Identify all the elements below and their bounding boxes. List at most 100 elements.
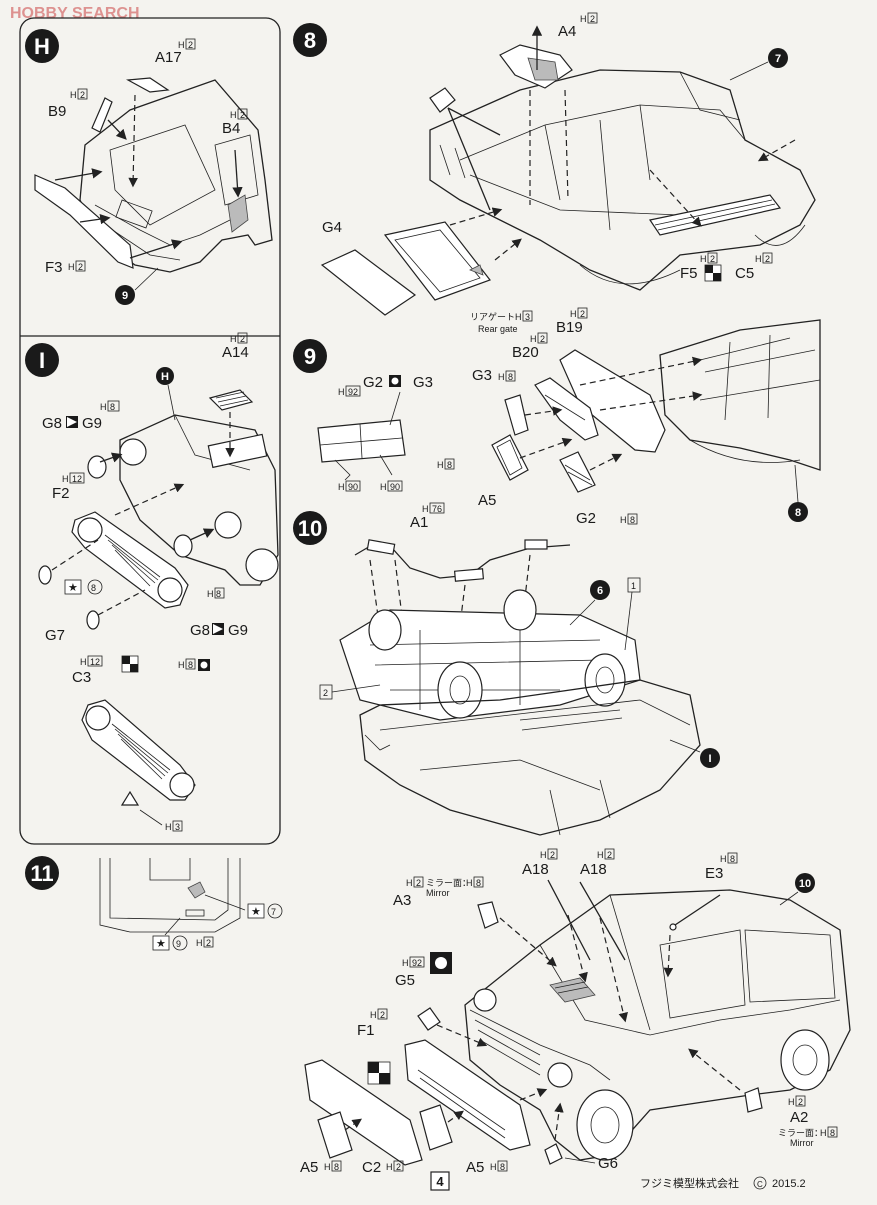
part-g9: G9 bbox=[82, 415, 102, 432]
part-g8-b: G8 bbox=[190, 622, 210, 639]
step-8-body-shell bbox=[429, 69, 816, 291]
part-e3: E3 bbox=[705, 865, 723, 882]
paint-h-i2-prefix: H bbox=[178, 660, 185, 670]
step-8: 8 H 2 A4 7 bbox=[293, 12, 816, 334]
paint-h8-a3: 8 bbox=[476, 878, 481, 888]
paint-h-a17-prefix: H bbox=[178, 40, 185, 50]
step-8-label: 8 bbox=[304, 28, 316, 53]
paint-h12-c3: 12 bbox=[90, 657, 100, 667]
ref-step10: 10 bbox=[799, 878, 811, 890]
paint-h-i1-prefix: H bbox=[207, 589, 214, 599]
paint-h-b19-prefix: H bbox=[570, 309, 577, 319]
part-c2: C2 bbox=[362, 1159, 381, 1176]
paint-h-f2-prefix: H bbox=[62, 474, 69, 484]
copyright-symbol: C bbox=[757, 1180, 763, 1189]
step-i-label: I bbox=[39, 348, 45, 373]
paint-h2-a2: 2 bbox=[798, 1097, 803, 1107]
part-a14: A14 bbox=[222, 344, 249, 361]
paint-h-g8-prefix: H bbox=[100, 402, 107, 412]
paint-h-b9-prefix: H bbox=[70, 90, 77, 100]
part-g9-b: G9 bbox=[228, 622, 248, 639]
step-9-label: 9 bbox=[304, 344, 316, 369]
paint-h-f5-prefix: H bbox=[700, 254, 707, 264]
part-g5: G5 bbox=[395, 972, 415, 989]
paint-h2-b9: 2 bbox=[80, 90, 85, 100]
watermark: HOBBY SEARCH bbox=[10, 5, 140, 22]
mirror-en-a2: Mirror bbox=[790, 1138, 814, 1148]
paint-h-gate-prefix: H bbox=[515, 312, 522, 322]
part-a17: A17 bbox=[155, 49, 182, 66]
part-a5-b: A5 bbox=[300, 1159, 318, 1176]
g4-glass bbox=[320, 249, 417, 316]
paint-h2-c2: 2 bbox=[396, 1162, 401, 1172]
ref-step9-h: 9 bbox=[122, 290, 128, 302]
paint-h8-g2: 8 bbox=[630, 515, 635, 525]
paint-h12-f2: 12 bbox=[72, 474, 82, 484]
part-g6: G6 bbox=[598, 1155, 618, 1172]
star-icon-7: ★ bbox=[251, 906, 261, 918]
step-10-body bbox=[359, 679, 701, 836]
part-f5: F5 bbox=[680, 265, 698, 282]
star-icon: ★ bbox=[68, 582, 78, 594]
part-g2-b: G2 bbox=[576, 510, 596, 527]
paint-h2-f5: 2 bbox=[710, 254, 715, 264]
step-10: 10 H 76 A1 6 1 bbox=[293, 502, 720, 836]
ref-step7: 7 bbox=[775, 53, 781, 65]
paint-h-c2-prefix: H bbox=[386, 1162, 393, 1172]
step-10-label: 10 bbox=[298, 516, 322, 541]
paint-h8-a5c: 8 bbox=[500, 1162, 505, 1172]
paint-h8-i2: 8 bbox=[188, 660, 193, 670]
step-i-badge bbox=[25, 343, 59, 377]
paint-h-a4-prefix: H bbox=[580, 14, 587, 24]
paint-h3-c3: 3 bbox=[175, 822, 180, 832]
paint-h2-a14: 2 bbox=[240, 334, 245, 344]
page-number: 4 bbox=[436, 1174, 444, 1189]
paint-h-c3b-prefix: H bbox=[165, 822, 172, 832]
star-icon-9: ★ bbox=[156, 938, 166, 950]
mirror-en-a3: Mirror bbox=[426, 888, 450, 898]
paint-h8-a5: 8 bbox=[447, 460, 452, 470]
part-a5-c: A5 bbox=[466, 1159, 484, 1176]
part-g8: G8 bbox=[42, 415, 62, 432]
step-i-car-front bbox=[119, 414, 279, 586]
mirror-jp-a2: ミラー面： bbox=[778, 1128, 823, 1138]
paint-h2-b4: 2 bbox=[240, 110, 245, 120]
c2-bumper bbox=[304, 1059, 423, 1166]
part-g7: G7 bbox=[45, 627, 65, 644]
paint-h-decal-prefix: H bbox=[338, 387, 345, 397]
paint-h-f3-prefix: H bbox=[68, 262, 75, 272]
step-9-car-rear bbox=[659, 319, 821, 471]
paint-h76-a1: 76 bbox=[432, 504, 442, 514]
part-c5: C5 bbox=[735, 265, 754, 282]
step-i: I H 2 A14 bbox=[25, 332, 279, 832]
step-h-label: H bbox=[34, 34, 50, 59]
part-a18a: A18 bbox=[522, 861, 549, 878]
mirror-jp-a3: ミラー面： bbox=[426, 878, 471, 888]
paint-h-a18b-prefix: H bbox=[597, 850, 604, 860]
paint-h-a5b-prefix: H bbox=[324, 1162, 331, 1172]
paint-h8-a2: 8 bbox=[830, 1128, 835, 1138]
star-ref-7: 7 bbox=[271, 907, 276, 917]
paint-h2-a4: 2 bbox=[590, 14, 595, 24]
part-b20: B20 bbox=[512, 344, 539, 361]
paint-h-a2m-prefix: H bbox=[820, 1128, 827, 1138]
paint-h-a3-prefix: H bbox=[406, 878, 413, 888]
paint-h-b4-prefix: H bbox=[230, 110, 237, 120]
paint-h8-g3: 8 bbox=[508, 372, 513, 382]
part-a2: A2 bbox=[790, 1109, 808, 1126]
part-g2: G2 bbox=[363, 374, 383, 391]
paint-h-a1-prefix: H bbox=[422, 504, 429, 514]
paint-h2-f3: 2 bbox=[78, 262, 83, 272]
paint-h2-c5: 2 bbox=[765, 254, 770, 264]
part-a1: A1 bbox=[410, 514, 428, 531]
step-11-label: 11 bbox=[30, 861, 53, 886]
part-f2: F2 bbox=[52, 485, 70, 502]
paint-h-c3-prefix: H bbox=[80, 657, 87, 667]
paint-h2-b19: 2 bbox=[580, 309, 585, 319]
ref-step-i: I bbox=[708, 753, 711, 765]
paint-h8-a5b: 8 bbox=[334, 1162, 339, 1172]
step-9-badge bbox=[293, 339, 327, 373]
paint-h2-f1: 2 bbox=[380, 1010, 385, 1020]
part-a18b: A18 bbox=[580, 861, 607, 878]
step-11-badge bbox=[25, 856, 59, 890]
